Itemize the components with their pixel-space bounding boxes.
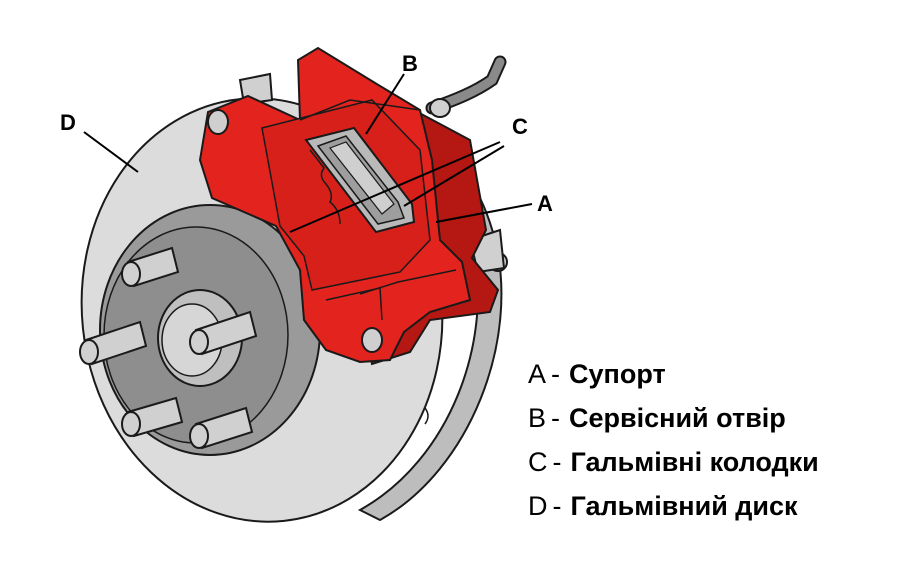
legend-item-a: A - Супорт [528,352,898,396]
leader-line-b [365,73,405,135]
leader-lines [83,73,533,233]
legend-letter: D [528,490,548,521]
legend: A - Супорт B - Сервісний отвір C - Гальм… [528,352,898,528]
leader-line-c2 [403,145,505,207]
callout-a: A [537,191,553,216]
callout-d: D [60,110,76,135]
wheel-studs [79,246,258,450]
legend-dash: - [551,358,561,389]
legend-dash: - [552,446,562,477]
legend-item-b: B - Сервісний отвір [528,396,898,440]
legend-item-d: D - Гальмівний диск [528,484,898,528]
wheel-stud [121,396,184,438]
leader-line-c [289,141,501,233]
brake-caliper [198,46,500,366]
legend-label-caliper: Супорт [569,358,666,389]
legend-dash: - [552,490,562,521]
leader-line-d [83,131,139,173]
legend-label-service-slot: Сервісний отвір [569,402,786,433]
legend-label-brake-disc: Гальмівний диск [570,490,798,521]
wheel-stud [121,246,180,288]
wheel-stud [189,310,258,356]
legend-dash: - [551,402,561,433]
callout-b: B [402,51,418,76]
legend-letter: A [528,358,547,389]
leader-line-a [435,203,533,223]
legend-letter: B [528,402,547,433]
wheel-stud [79,320,148,366]
wheel-stud [189,406,254,450]
legend-item-c: C - Гальмівні колодки [528,440,898,484]
legend-label-brake-pads: Гальмівні колодки [570,446,819,477]
callout-c: C [512,114,528,139]
legend-letter: C [528,446,548,477]
